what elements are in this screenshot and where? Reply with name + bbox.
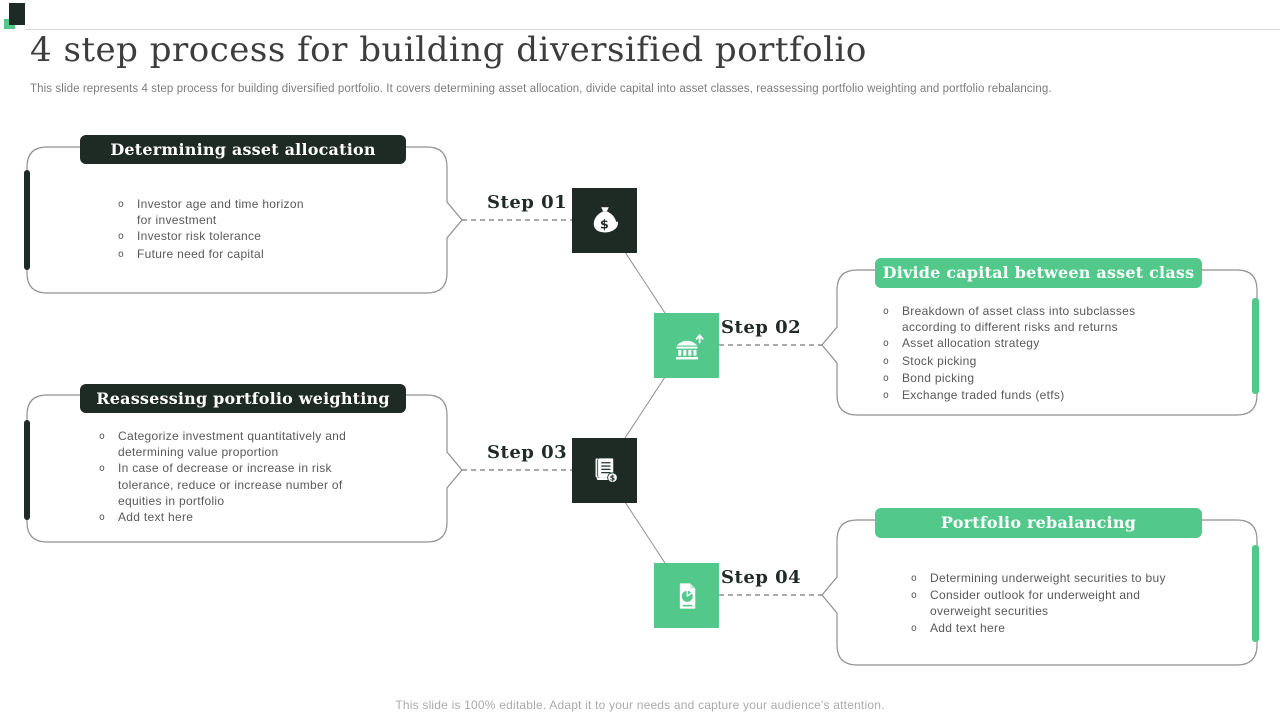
step4-accent-bar: [1252, 545, 1259, 642]
bullet-text: Add text here: [930, 620, 1006, 635]
step1-card: [26, 146, 463, 294]
logo-dark-square: [9, 3, 25, 25]
bullet-marker: o: [882, 306, 890, 317]
step4-icon-tile: [654, 563, 719, 628]
bullet-item: o Categorize investment quantitatively an…: [96, 428, 368, 460]
bullet-text: Add text here: [118, 510, 194, 525]
bullet-text: Bond picking: [902, 370, 975, 385]
step3-accent-bar: [24, 420, 30, 520]
step3-icon-tile: $: [572, 438, 637, 503]
bullet-marker: o: [910, 590, 918, 602]
bullet-item: o Stock picking: [880, 353, 1147, 370]
svg-text:$: $: [609, 473, 614, 482]
step2-icon-tile: [654, 313, 719, 378]
bullet-item: o Bond picking: [880, 370, 1147, 387]
step4-header: Portfolio rebalancing: [875, 508, 1202, 538]
step2-card: [821, 269, 1258, 416]
bullet-text: In case of decrease or increase in risk …: [118, 461, 343, 508]
bullet-text: Exchange traded funds (etfs): [902, 388, 1065, 403]
bullet-marker: o: [98, 512, 106, 524]
bullet-item: o Consider outlook for underweight and ov…: [908, 587, 1185, 619]
step2-header: Divide capital between asset class: [875, 258, 1202, 288]
step2-label: Step 02: [721, 317, 802, 338]
bullet-marker: o: [910, 622, 918, 634]
bullet-marker: o: [910, 573, 918, 584]
svg-text:$: $: [599, 216, 608, 231]
bullet-item: o Add text here: [96, 509, 368, 526]
bullet-text: Future need for capital: [137, 246, 264, 261]
bullet-item: o Future need for capital: [115, 246, 322, 263]
bullet-marker: o: [117, 248, 125, 260]
page-subtitle: This slide represents 4 step process for…: [30, 83, 1052, 95]
step2-bullet-list: o Breakdown of asset class into subclasse…: [880, 303, 1147, 404]
financial-report-icon: $: [595, 457, 618, 483]
step1-bullet-list: o Investor age and time horizon for inves…: [115, 196, 322, 263]
bullet-item: o In case of decrease or increase in risk…: [96, 460, 368, 509]
step1-accent-bar: [24, 170, 30, 270]
bullet-marker: o: [117, 199, 125, 210]
bullet-text: Investor age and time horizon for invest…: [137, 197, 304, 228]
bank-growth-icon: [675, 333, 704, 359]
bullet-item: o Exchange traded funds (etfs): [880, 387, 1147, 404]
bullet-item: o Breakdown of asset class into subclasse…: [880, 303, 1147, 335]
bullet-item: o Investor risk tolerance: [115, 228, 322, 245]
bullet-text: Categorize investment quantitatively and…: [118, 429, 347, 460]
bullet-marker: o: [98, 431, 106, 442]
bullet-marker: o: [882, 372, 890, 384]
bullet-text: Asset allocation strategy: [902, 336, 1040, 351]
step4-label: Step 04: [721, 567, 802, 588]
bullet-text: Determining underweight securities to bu…: [930, 571, 1166, 585]
bullet-marker: o: [98, 463, 106, 475]
money-bag-icon: $: [593, 206, 618, 232]
step4-card: [821, 519, 1258, 666]
step3-header: Reassessing portfolio weighting: [80, 384, 406, 413]
bullet-item: o Asset allocation strategy: [880, 335, 1147, 352]
bullet-text: Stock picking: [902, 353, 977, 368]
bullet-item: o Determining underweight securities to b…: [908, 570, 1185, 587]
step1-icon-tile: $: [572, 188, 637, 253]
step2-accent-bar: [1252, 298, 1259, 394]
pie-chart-document-icon: [679, 582, 695, 609]
bullet-item: o Investor age and time horizon for inves…: [115, 196, 322, 228]
bullet-marker: o: [882, 355, 890, 367]
bullet-text: Investor risk tolerance: [137, 229, 262, 244]
bullet-marker: o: [117, 231, 125, 243]
step4-bullet-list: o Determining underweight securities to b…: [908, 570, 1185, 637]
bullet-item: o Add text here: [908, 620, 1185, 637]
page-title: 4 step process for building diversified …: [30, 30, 867, 70]
footer-note: This slide is 100% editable. Adapt it to…: [395, 698, 885, 712]
step1-header: Determining asset allocation: [80, 135, 406, 164]
bullet-text: Consider outlook for underweight and ove…: [930, 588, 1141, 619]
step3-label: Step 03: [487, 442, 568, 463]
bullet-marker: o: [882, 390, 890, 402]
step3-bullet-list: o Categorize investment quantitatively an…: [96, 428, 368, 526]
bullet-marker: o: [882, 338, 890, 350]
bullet-text: Breakdown of asset class into subclasses…: [902, 304, 1136, 335]
step3-card: [26, 394, 463, 543]
zigzag-connector: [603, 219, 687, 596]
step1-label: Step 01: [487, 192, 568, 213]
header-divider: [25, 29, 1280, 30]
